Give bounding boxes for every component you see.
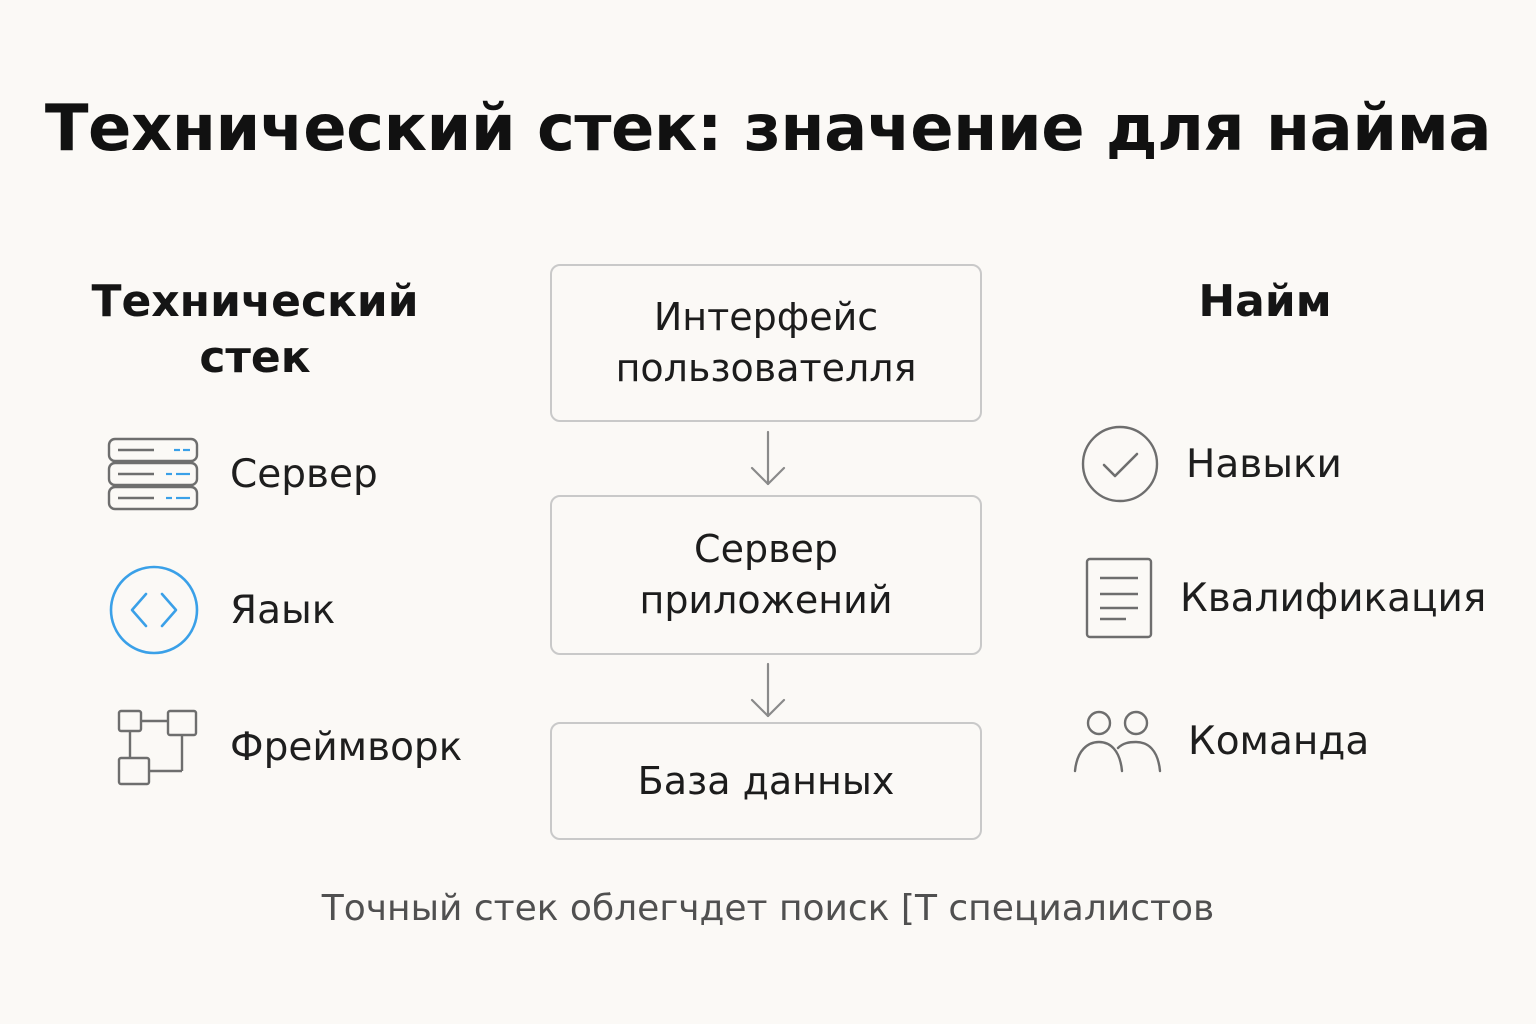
tech-item-server-label: Сервер [230,451,378,497]
check-circle-icon [1081,425,1159,503]
tech-stack-heading: Технический стек [60,274,450,386]
flow-box-app-server: Сервер приложений [550,495,982,655]
down-arrow-icon [750,430,786,486]
flow-box-ui-line1: Интерфейс [653,295,879,339]
server-icon [107,437,199,511]
team-icon [1073,710,1162,773]
tech-item-framework: Фреймворк [116,708,462,786]
caption: Точный стек облегчдет поиск [Т специалис… [321,888,1215,929]
flow-box-ui: Интерфейс пользователля [550,264,982,422]
hiring-item-qualification-label: Квалификация [1180,575,1487,621]
document-icon [1085,557,1153,639]
tech-stack-heading-line1: Технический [91,276,419,327]
flow-box-app-server-line1: Сервер [694,527,838,571]
framework-icon [117,709,198,786]
hiring-item-skills: Навыки [1080,424,1342,504]
flow-box-database: База данных [550,722,982,840]
tech-stack-heading-line2: стек [199,332,311,383]
hiring-item-skills-label: Навыки [1186,441,1342,487]
hiring-heading: Найм [1198,276,1332,327]
down-arrow-icon [750,662,786,718]
tech-item-language: Яаык [108,564,335,656]
tech-item-language-label: Яаык [230,587,336,633]
tech-item-server: Сервер [106,436,378,512]
tech-item-framework-label: Фреймворк [230,724,463,770]
flow-box-app-server-line2: приложений [639,578,893,622]
page-title: Технический стек: значение для найма [44,92,1492,166]
flow-box-ui-line2: пользователля [615,346,917,390]
hiring-item-team: Команда [1072,708,1369,774]
hiring-item-qualification: Квалификация [1084,556,1486,640]
hiring-item-team-label: Команда [1188,718,1370,764]
code-icon [109,565,199,655]
flow-box-database-label: База данных [637,758,895,803]
